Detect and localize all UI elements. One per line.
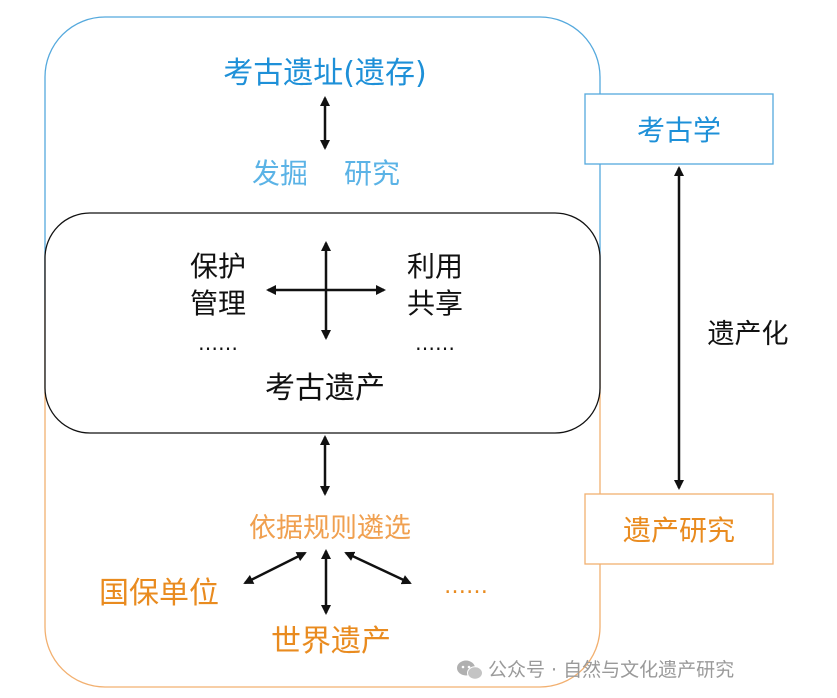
protect-label: 保护 bbox=[190, 250, 246, 283]
outer-frame-upper bbox=[44, 16, 601, 300]
heritagization-label: 遗产化 bbox=[708, 319, 789, 350]
core-title: 考古遗产 bbox=[265, 371, 385, 406]
archaeology-box bbox=[584, 93, 774, 165]
archaeology-label: 考古学 bbox=[637, 114, 721, 147]
national-label: 国保单位 bbox=[99, 576, 219, 611]
excavate-label: 发掘 bbox=[252, 157, 308, 190]
wechat-icon bbox=[457, 660, 483, 680]
manage-label: 管理 bbox=[190, 287, 246, 320]
share-label: 共享 bbox=[407, 287, 463, 320]
arrow-to-others bbox=[344, 551, 412, 585]
dots-left: …… bbox=[198, 331, 238, 355]
use-label: 利用 bbox=[407, 250, 463, 283]
site-title: 考古遗址(遗存) bbox=[223, 56, 426, 91]
world-label: 世界遗产 bbox=[271, 624, 391, 659]
dots-right: …… bbox=[415, 331, 455, 355]
arrow-to-national bbox=[243, 551, 307, 585]
watermark-text: 公众号 · 自然与文化遗产研究 bbox=[488, 659, 734, 681]
select-label: 依据规则遴选 bbox=[249, 513, 411, 544]
others-dots: …… bbox=[444, 574, 488, 599]
research-label: 研究 bbox=[344, 157, 400, 190]
heritage-research-box bbox=[584, 493, 774, 565]
heritage-research-label: 遗产研究 bbox=[623, 514, 735, 547]
